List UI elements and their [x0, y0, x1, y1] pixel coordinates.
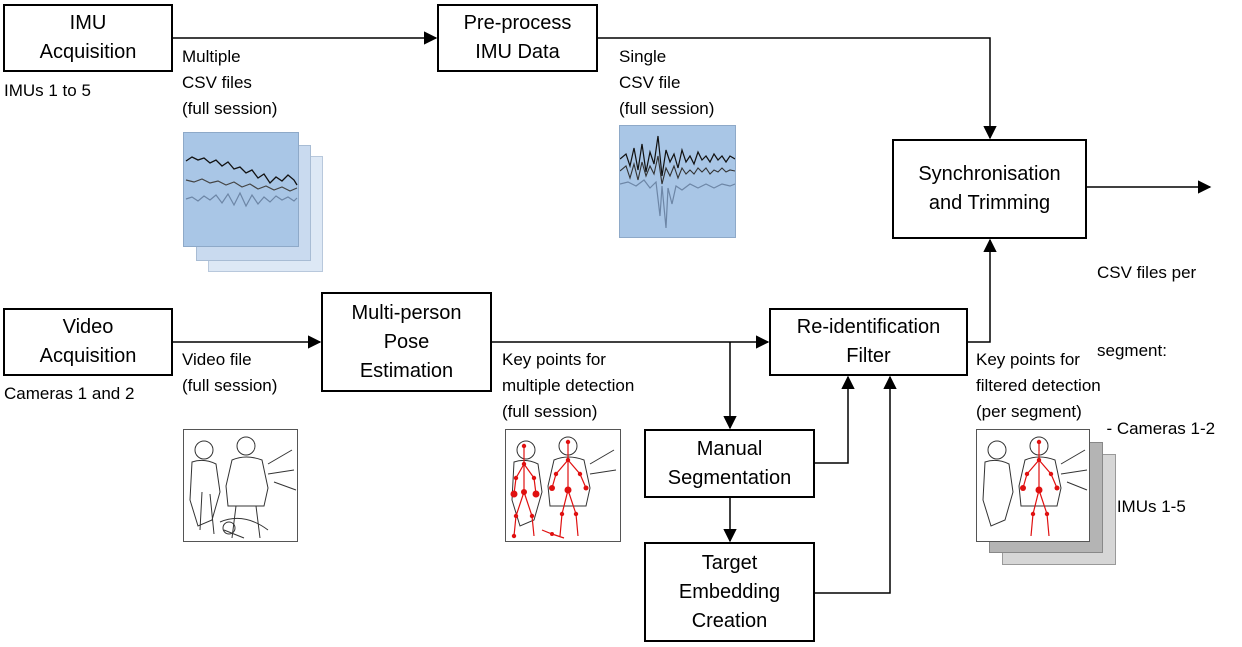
filtered-thumbnail-front	[976, 429, 1090, 542]
single-signal-thumbnail	[619, 125, 736, 238]
reid-line-1: Re-identification	[796, 316, 941, 338]
signal-thumbnail-front	[183, 132, 299, 247]
sync-trimming-box: Synchronisation and Trimming	[892, 139, 1087, 239]
keypoints-multiple-thumbnail	[505, 429, 621, 542]
imu-acquisition-line-2: Acquisition	[39, 41, 137, 63]
target-embedding-box: Target Embedding Creation	[644, 542, 815, 642]
keypoints-filtered-line-1: Key points for	[976, 350, 1080, 369]
skeleton-overlay-icon	[510, 436, 617, 539]
video-file-label: Video file (full session)	[182, 347, 277, 399]
single-csv-line-1: Single	[619, 47, 667, 66]
multiple-csv-line-2: CSV files	[182, 73, 252, 92]
multiple-csv-line-1: Multiple	[182, 47, 241, 66]
pose-line-1: Multi-person	[351, 301, 462, 324]
multiple-csv-label: Multiple CSV files (full session)	[182, 44, 277, 122]
filtered-skeleton-icon	[982, 436, 1088, 537]
imu-acquisition-box: IMU Acquisition	[3, 4, 173, 72]
keypoints-filtered-line-3: (per segment)	[976, 402, 1082, 421]
preprocess-line-1: Pre-process	[463, 12, 572, 34]
single-csv-line-2: CSV file	[619, 73, 681, 92]
embedding-line-1: Target	[701, 551, 758, 574]
embedding-line-3: Creation	[691, 609, 768, 632]
cameras-range-label: Cameras 1 and 2	[4, 384, 135, 403]
keypoints-multiple-line-1: Key points for	[502, 350, 606, 369]
signal-waveform-icon	[185, 156, 298, 208]
csv-segment-line-2: segment:	[1097, 341, 1167, 360]
embedding-line-2: Embedding	[678, 580, 781, 603]
preprocess-line-2: IMU Data	[475, 41, 560, 63]
single-csv-label: Single CSV file (full session)	[619, 44, 714, 122]
people-sketch-icon	[189, 436, 297, 539]
video-acquisition-line-1: Video	[62, 316, 114, 338]
single-csv-line-3: (full session)	[619, 99, 715, 118]
pose-line-3: Estimation	[359, 359, 454, 382]
sync-line-1: Synchronisation	[918, 163, 1061, 185]
imu-acquisition-line-1: IMU	[69, 12, 107, 34]
keypoints-multiple-label: Key points for multiple detection (full …	[502, 347, 634, 425]
preprocessed-waveform-icon	[619, 135, 736, 229]
keypoints-filtered-label: Key points for filtered detection (per s…	[976, 347, 1101, 425]
multiple-csv-line-3: (full session)	[182, 99, 278, 118]
reid-filter-box: Re-identification Filter	[769, 308, 968, 376]
sync-line-2: and Trimming	[928, 192, 1051, 214]
arrow-reid-to-sync	[968, 238, 997, 343]
video-frame-thumbnail	[183, 429, 298, 542]
preprocess-imu-box: Pre-process IMU Data	[437, 4, 598, 72]
video-file-line-2: (full session)	[182, 376, 278, 395]
keypoints-filtered-line-2: filtered detection	[976, 376, 1101, 395]
pose-line-2: Pose	[383, 330, 430, 353]
manual-segmentation-box: Manual Segmentation	[644, 429, 815, 498]
segmentation-line-2: Segmentation	[667, 466, 792, 489]
reid-line-2: Filter	[846, 345, 891, 367]
keypoints-multiple-line-3: (full session)	[502, 402, 598, 421]
video-acquisition-line-2: Acquisition	[39, 345, 137, 367]
arrow-segmentation-to-reid	[815, 375, 855, 464]
segmentation-line-1: Manual	[696, 437, 763, 460]
arrow-preprocess-to-sync	[598, 37, 997, 140]
video-acquisition-box: Video Acquisition	[3, 308, 173, 376]
csv-per-segment-label: CSV files per segment: - Cameras 1-2 - I…	[1097, 208, 1215, 546]
csv-segment-line-3: - Cameras 1-2	[1097, 419, 1216, 438]
imus-range-label: IMUs 1 to 5	[4, 81, 91, 100]
csv-segment-line-1: CSV files per	[1097, 263, 1197, 282]
pose-estimation-box: Multi-person Pose Estimation	[321, 292, 492, 392]
arrow-embedding-to-reid	[815, 375, 897, 594]
keypoints-multiple-line-2: multiple detection	[502, 376, 635, 395]
video-file-line-1: Video file	[182, 350, 252, 369]
